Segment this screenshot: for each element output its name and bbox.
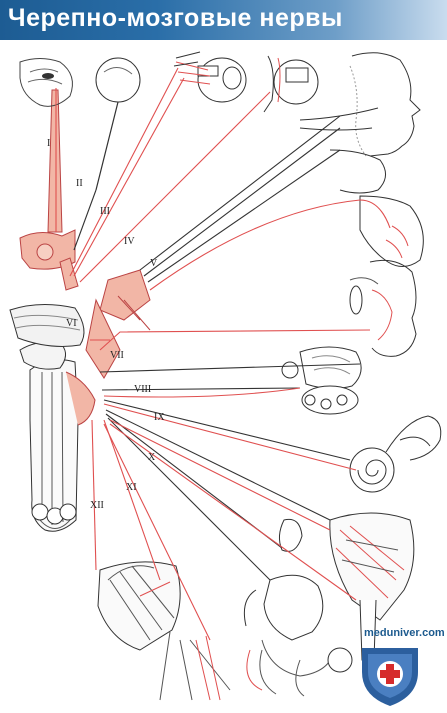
nerve-label-X: X — [148, 452, 156, 463]
nerve-label-V: V — [150, 258, 158, 269]
nerve-label-III: III — [100, 206, 110, 217]
nerve-label-I: I — [47, 138, 50, 149]
neck-muscles-illustration — [97, 561, 231, 701]
nerve-label-VI: VI — [66, 318, 77, 329]
cranial-nerves-diagram: I II III IV V VI VII VIII IX X XI XII me… — [9, 51, 445, 706]
inner-ear-illustration — [281, 346, 362, 415]
page-title: Черепно-мозговые нервы — [8, 4, 343, 32]
nerve-label-II: II — [76, 178, 83, 189]
nerve-label-VIII: VIII — [134, 384, 151, 395]
face-facial-nerve — [349, 259, 417, 357]
brainstem-illustration — [9, 303, 96, 532]
tongue-illustration — [107, 565, 155, 581]
title-bar: Черепно-мозговые нервы — [0, 0, 447, 40]
trigeminal-ganglion — [85, 269, 151, 379]
eyeball-illustration — [95, 57, 141, 191]
nerve-label-XII: XII — [90, 500, 104, 511]
nerve-label-VII: VII — [110, 350, 124, 361]
nerve-label-IX: IX — [154, 412, 165, 423]
larynx-illustration — [329, 512, 415, 661]
nerve-label-IV: IV — [124, 236, 135, 247]
nerve-label-XI: XI — [126, 482, 137, 493]
viscera-illustration — [243, 574, 353, 697]
face-profile-trigeminal — [299, 52, 424, 267]
eye-muscles-illustration — [173, 51, 247, 103]
medical-cross-shield-icon — [362, 648, 418, 706]
auricle-illustration — [278, 518, 303, 552]
site-watermark: meduniver.com — [364, 627, 445, 639]
nerve-lines — [55, 67, 391, 641]
cochlea-illustration — [349, 415, 442, 493]
trochlear-eye-illustration — [263, 55, 319, 113]
olfactory-and-chiasm — [19, 58, 79, 291]
